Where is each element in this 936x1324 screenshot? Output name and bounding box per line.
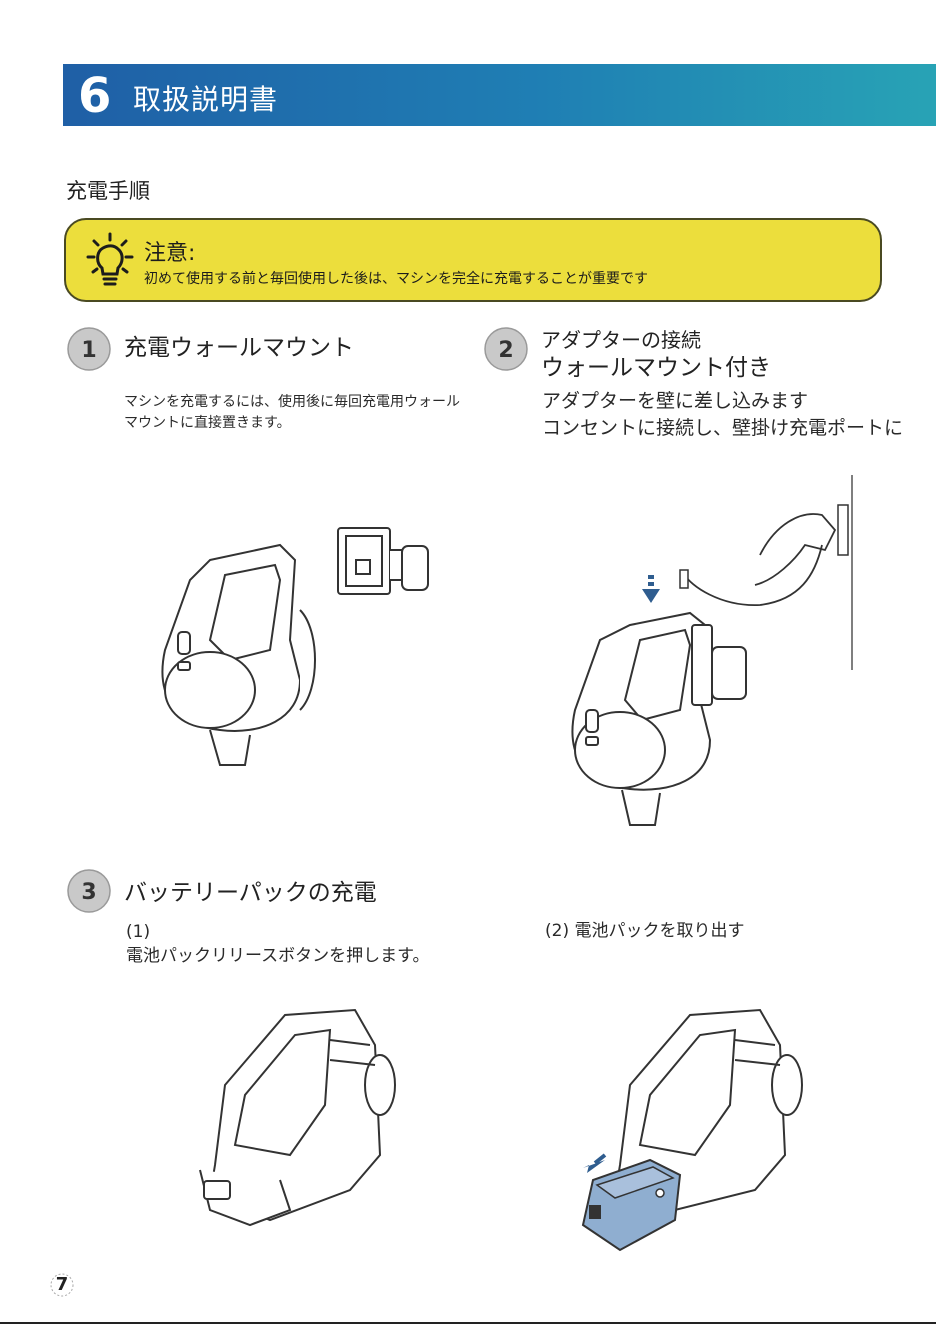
- step-3-number: 3: [81, 880, 96, 905]
- battery-release-illustration: [190, 1005, 410, 1230]
- chapter-title: 取扱説明書: [133, 78, 278, 118]
- step-1-badge-icon: 1: [66, 326, 112, 372]
- step-3-badge-icon: 3: [66, 868, 112, 914]
- chapter-header: 6 取扱説明書: [63, 64, 936, 126]
- step-2-number: 2: [498, 338, 513, 363]
- step-2-title-line1: アダプターの接続: [541, 326, 771, 354]
- step-3-caption-1-line2: 電池パックリリースボタンを押します。: [126, 944, 429, 968]
- step-3-title: バッテリーパックの充電: [124, 873, 377, 907]
- step-2-title-line2: ウォールマウント付き: [541, 354, 771, 382]
- step-2-desc-line1: アダプターを壁に差し込みます: [542, 388, 903, 415]
- notice-label: 注意:: [144, 235, 195, 267]
- step-1-number: 1: [81, 338, 96, 363]
- step-2-badge-icon: 2: [483, 326, 529, 372]
- step-1-desc-line2: マウントに直接置きます。: [124, 413, 460, 434]
- vacuum-adapter-illustration: [560, 475, 860, 845]
- step-2-desc: アダプターを壁に差し込みます コンセントに接続し、壁掛け充電ポートに: [542, 388, 903, 442]
- step-3-caption-1-line1: (1): [126, 920, 429, 944]
- lightbulb-icon: [86, 232, 134, 292]
- battery-remove-illustration: [575, 1005, 825, 1260]
- step-2-title: アダプターの接続 ウォールマウント付き: [541, 326, 771, 382]
- section-title: 充電手順: [66, 175, 150, 205]
- page-number-text: 7: [49, 1272, 75, 1298]
- step-3-caption-1: (1) 電池パックリリースボタンを押します。: [126, 920, 429, 968]
- vacuum-wall-mount-illustration: [150, 520, 450, 780]
- notice-box: 注意: 初めて使用する前と毎回使用した後は、マシンを完全に充電することが重要です: [64, 218, 882, 302]
- step-1-desc: マシンを充電するには、使用後に毎回充電用ウォール マウントに直接置きます。: [124, 392, 460, 434]
- chapter-number: 6: [78, 68, 111, 124]
- step-3-caption-2: (2) 電池パックを取り出す: [545, 919, 744, 943]
- page-number: 7: [49, 1272, 75, 1298]
- step-2-desc-line2: コンセントに接続し、壁掛け充電ポートに: [542, 415, 903, 442]
- step-1-desc-line1: マシンを充電するには、使用後に毎回充電用ウォール: [124, 392, 460, 413]
- notice-text: 初めて使用する前と毎回使用した後は、マシンを完全に充電することが重要です: [144, 268, 648, 288]
- step-1-title: 充電ウォールマウント: [124, 328, 354, 362]
